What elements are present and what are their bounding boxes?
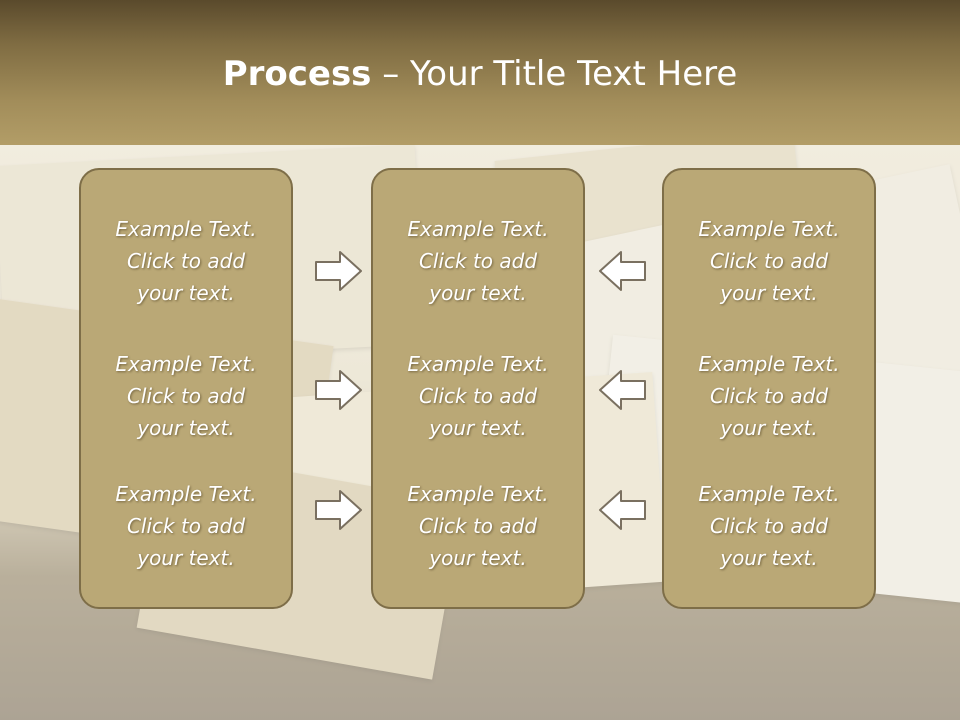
text-line: Click to add xyxy=(418,514,538,538)
process-box-right[interactable]: Example Text. Click to add your text. Ex… xyxy=(662,168,876,609)
process-box-middle[interactable]: Example Text. Click to add your text. Ex… xyxy=(371,168,585,609)
text-line: Click to add xyxy=(418,384,538,408)
text-placeholder[interactable]: Example Text. Click to add your text. xyxy=(664,478,874,574)
right-arrow-icon xyxy=(315,251,362,291)
slide-title[interactable]: Process – Your Title Text Here xyxy=(0,52,960,96)
text-line: your text. xyxy=(137,416,235,440)
left-arrow-icon xyxy=(599,490,646,530)
text-placeholder[interactable]: Example Text. Click to add your text. xyxy=(81,348,291,444)
title-bar: Process – Your Title Text Here xyxy=(0,0,960,145)
text-line: your text. xyxy=(429,416,527,440)
text-line: your text. xyxy=(137,546,235,570)
text-line: Click to add xyxy=(126,514,246,538)
text-line: Example Text. xyxy=(698,482,840,506)
text-placeholder[interactable]: Example Text. Click to add your text. xyxy=(81,478,291,574)
text-line: Example Text. xyxy=(407,217,549,241)
text-line: your text. xyxy=(429,281,527,305)
text-line: your text. xyxy=(720,416,818,440)
right-arrow-icon xyxy=(315,490,362,530)
right-arrow-icon xyxy=(315,370,362,410)
text-line: Click to add xyxy=(709,249,829,273)
title-rest: – Your Title Text Here xyxy=(371,54,738,94)
text-line: Click to add xyxy=(709,384,829,408)
text-line: your text. xyxy=(137,281,235,305)
text-line: Click to add xyxy=(418,249,538,273)
text-line: Click to add xyxy=(126,249,246,273)
title-bold: Process xyxy=(222,54,372,94)
text-line: Example Text. xyxy=(407,352,549,376)
text-line: Click to add xyxy=(126,384,246,408)
text-line: your text. xyxy=(720,281,818,305)
process-box-left[interactable]: Example Text. Click to add your text. Ex… xyxy=(79,168,293,609)
left-arrow-icon xyxy=(599,251,646,291)
text-placeholder[interactable]: Example Text. Click to add your text. xyxy=(664,213,874,309)
text-placeholder[interactable]: Example Text. Click to add your text. xyxy=(373,348,583,444)
text-line: Example Text. xyxy=(698,352,840,376)
text-line: your text. xyxy=(720,546,818,570)
text-placeholder[interactable]: Example Text. Click to add your text. xyxy=(664,348,874,444)
text-line: Click to add xyxy=(709,514,829,538)
text-line: Example Text. xyxy=(115,217,257,241)
text-placeholder[interactable]: Example Text. Click to add your text. xyxy=(373,478,583,574)
text-placeholder[interactable]: Example Text. Click to add your text. xyxy=(373,213,583,309)
text-line: Example Text. xyxy=(698,217,840,241)
text-line: Example Text. xyxy=(407,482,549,506)
text-placeholder[interactable]: Example Text. Click to add your text. xyxy=(81,213,291,309)
text-line: Example Text. xyxy=(115,352,257,376)
text-line: your text. xyxy=(429,546,527,570)
left-arrow-icon xyxy=(599,370,646,410)
text-line: Example Text. xyxy=(115,482,257,506)
